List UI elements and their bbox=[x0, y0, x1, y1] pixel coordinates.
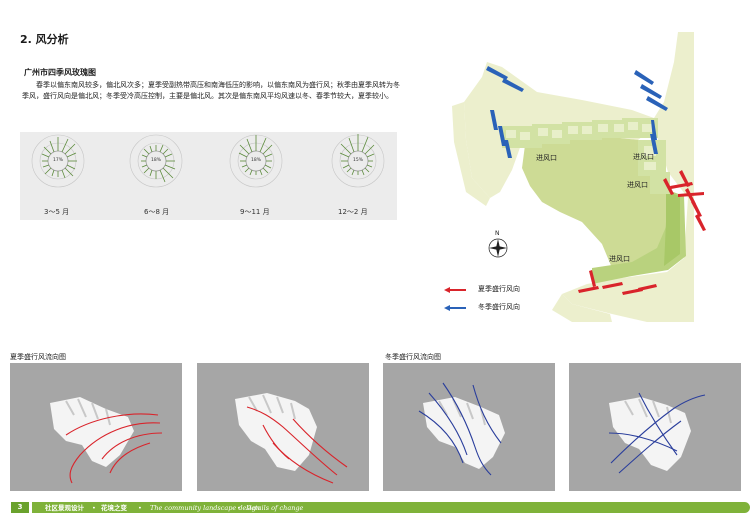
wind-rose-panel: 17% 18% 18% 15% bbox=[20, 132, 397, 220]
wind-rose-2 bbox=[129, 134, 183, 188]
winter-flow-diagram-2 bbox=[569, 363, 741, 491]
summer-flow-graphic-1 bbox=[50, 397, 163, 484]
footer-dot-1: • bbox=[92, 504, 96, 512]
summer-flow-graphic-2 bbox=[235, 393, 348, 484]
section-title: 2. 风分析 bbox=[20, 33, 69, 46]
footer-dot-3: • bbox=[237, 504, 241, 512]
winter-wind-arrows bbox=[486, 66, 668, 158]
subsection-title: 广州市四季风玫瑰图 bbox=[24, 68, 96, 77]
rose-label-4: 12～2 月 bbox=[338, 208, 368, 216]
legend-arrows bbox=[444, 287, 466, 311]
wind-rose-graphics bbox=[31, 134, 385, 188]
inlet-label-3: 进风口 bbox=[627, 181, 648, 189]
summer-wind-arrows bbox=[578, 170, 706, 295]
rose-label-3: 9～11 月 bbox=[240, 208, 270, 216]
inlet-label-1: 进风口 bbox=[536, 154, 557, 162]
rose-label-1: 3～5 月 bbox=[44, 208, 70, 216]
site-map-graphics bbox=[452, 32, 706, 322]
wind-rose-4 bbox=[331, 134, 385, 188]
footer-bar bbox=[32, 502, 750, 513]
site-wind-map: 进风口 进风口 进风口 进风口 N bbox=[442, 22, 722, 322]
summer-flow-diagram-2 bbox=[197, 363, 369, 491]
compass-north-label: N bbox=[495, 230, 500, 237]
wind-rose-1 bbox=[31, 134, 85, 188]
rose-center-4: 15% bbox=[352, 158, 363, 163]
analysis-paragraph: 春季以偏东南风较多，偏北风次多；夏季受副热带高压和南海低压的影响，以偏东南风为盛… bbox=[22, 80, 400, 102]
footer-dot-2: • bbox=[138, 504, 142, 512]
inlet-label-4: 进风口 bbox=[609, 255, 630, 263]
footer-subtitle-cn: 花境之变 bbox=[101, 504, 127, 512]
footer-subtitle-en: Details of change bbox=[246, 504, 304, 512]
winter-flow-diagram-1 bbox=[383, 363, 555, 491]
legend-winter: 冬季盛行风向 bbox=[478, 303, 520, 311]
rose-center-3: 18% bbox=[250, 158, 261, 163]
legend-summer: 夏季盛行风向 bbox=[478, 285, 520, 293]
summer-flow-title: 夏季盛行风流向图 bbox=[10, 353, 66, 361]
winter-flow-title: 冬季盛行风流向图 bbox=[385, 353, 441, 361]
compass-graphic bbox=[488, 238, 508, 258]
summer-flow-diagram-1 bbox=[10, 363, 182, 491]
footer-title-en: The community landscape design bbox=[150, 504, 261, 512]
legend: 夏季盛行风向 冬季盛行风向 bbox=[444, 283, 554, 319]
winter-flow-graphic-1 bbox=[418, 382, 505, 476]
wind-rose-3 bbox=[229, 134, 283, 188]
rose-center-1: 17% bbox=[52, 158, 63, 163]
footer-title-cn: 社区景观设计 bbox=[45, 504, 84, 512]
rose-label-2: 6～8 月 bbox=[144, 208, 170, 216]
paragraph-text: 春季以偏东南风较多，偏北风次多；夏季受副热带高压和南海低压的影响，以偏东南风为盛… bbox=[22, 81, 400, 100]
page-number: 3 bbox=[11, 502, 29, 513]
rose-center-2: 18% bbox=[150, 158, 161, 163]
winter-flow-graphic-2 bbox=[608, 392, 706, 474]
inlet-label-2: 进风口 bbox=[633, 153, 654, 161]
